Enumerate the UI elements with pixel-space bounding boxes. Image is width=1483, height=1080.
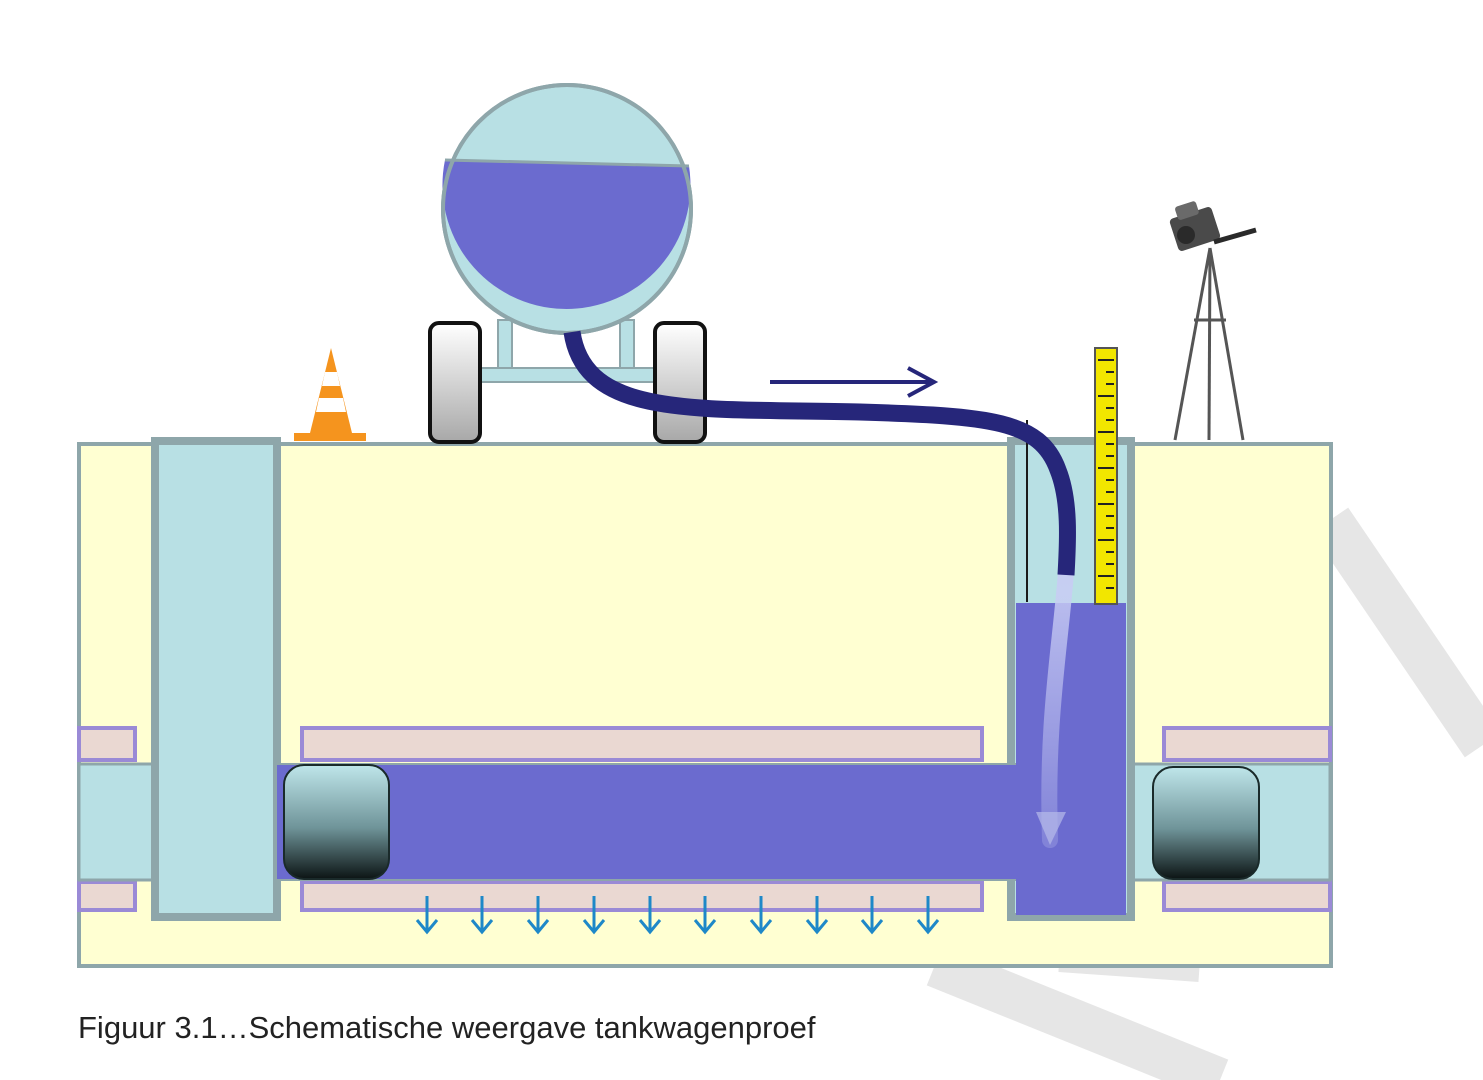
measuring-ruler-icon: [1094, 347, 1118, 605]
pipe-plug-left: [283, 764, 390, 880]
sewer-pipe-left: [77, 762, 163, 882]
test-pipe-water: [277, 764, 1017, 880]
pipe-plug-right: [1152, 766, 1260, 880]
traffic-cone-icon: [294, 348, 366, 441]
water-hose: [563, 330, 1077, 576]
gravel-bedding: [77, 726, 1332, 912]
leak-arrow-icon: [415, 896, 940, 935]
manhole-left: [151, 437, 281, 921]
camera-tripod-icon: [1169, 201, 1257, 441]
water-stream: [1041, 564, 1074, 848]
figure-caption: Figuur 3.1…Schematische weergave tankwag…: [78, 1010, 816, 1045]
manhole-water: [1016, 603, 1126, 915]
flow-arrow-icon: [770, 366, 939, 398]
tank-truck-icon: [428, 83, 707, 444]
